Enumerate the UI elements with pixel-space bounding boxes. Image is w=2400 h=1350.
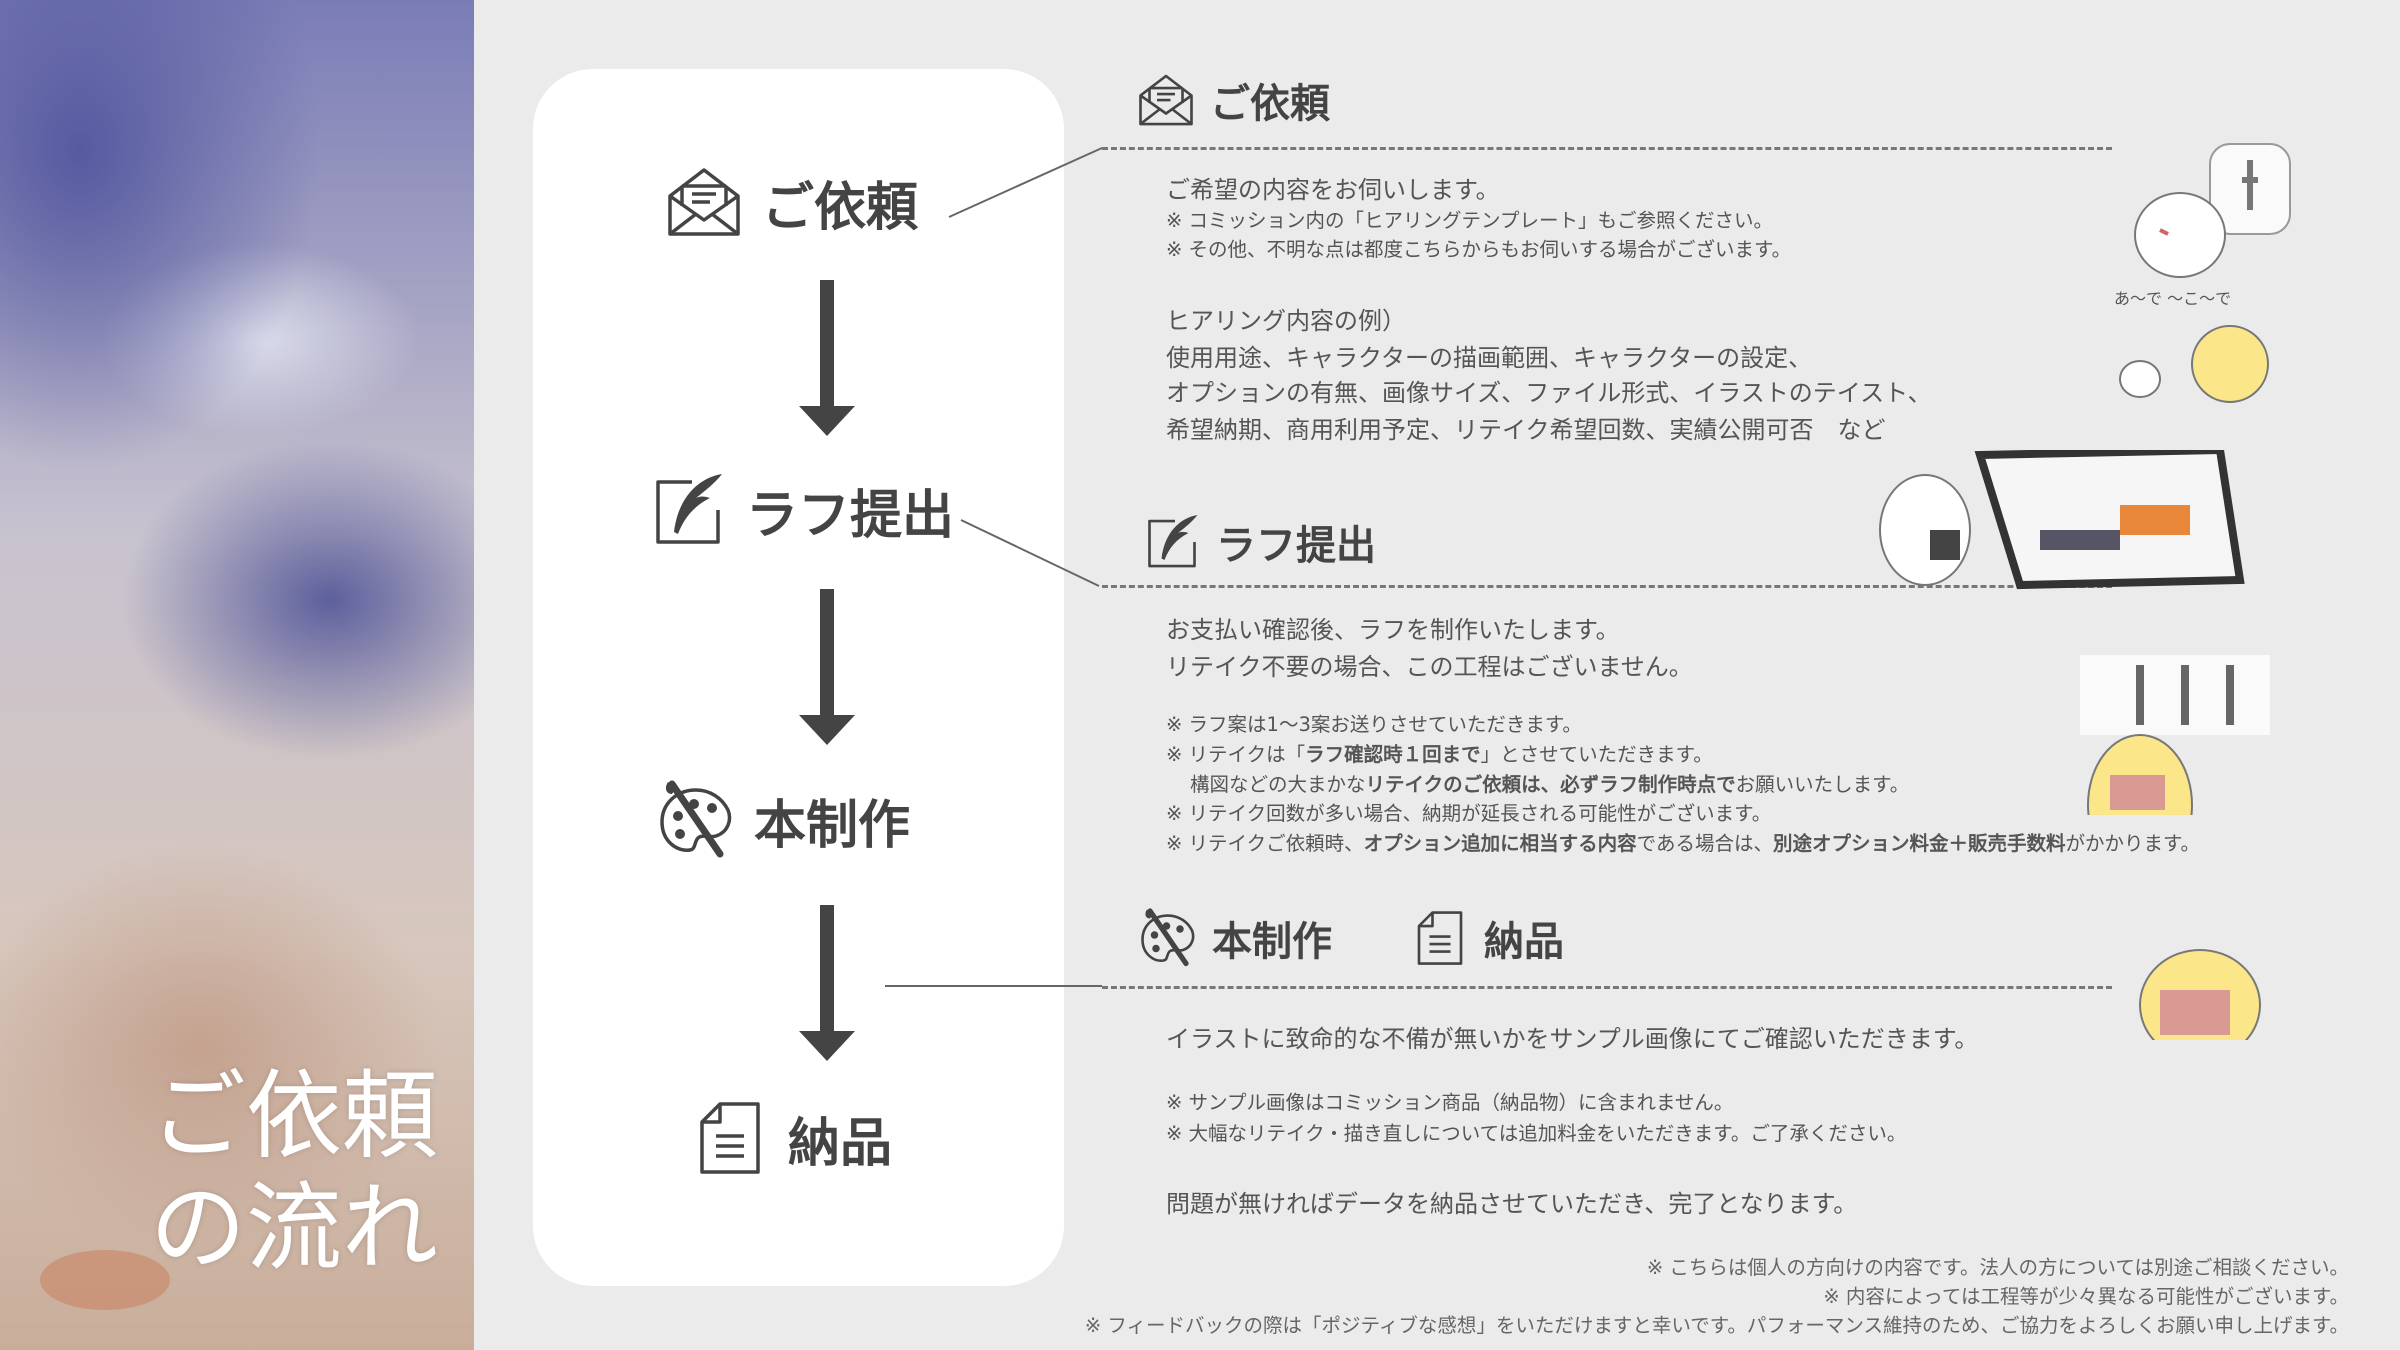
note-part: ※ リテイクご依頼時、 — [1166, 832, 1364, 855]
envelope-icon — [1136, 70, 1196, 130]
example-title: ヒアリング内容の例） — [1166, 307, 1406, 335]
example-text: 希望納期、商用利用予定、リテイク希望回数、実績公開可否 など — [1166, 416, 1886, 444]
note-text: ※ リテイクご依頼時、オプション追加に相当する内容である場合は、別途オプション料… — [1166, 827, 2200, 856]
body-text: イラストに致命的な不備が無いかをサンプル画像にてご確認いただきます。 — [1166, 1025, 1979, 1053]
envelope-icon — [664, 162, 744, 242]
heading-text: ご依頼 — [1210, 81, 1330, 127]
note-part: である場合は、 — [1636, 832, 1773, 855]
flow-step-label: ラフ提出 — [746, 485, 955, 546]
feather-pen-icon — [1142, 512, 1202, 572]
feather-pen-icon — [648, 470, 728, 550]
flow-step-label: 本制作 — [754, 795, 911, 856]
note-part: 構図などの大まかな — [1190, 773, 1366, 796]
footer-note: ※ フィードバックの際は「ポジティブな感想」をいただけますと幸いです。パフォーマ… — [1084, 1314, 2349, 1337]
section-divider — [1102, 585, 2112, 588]
note-part: 」とさせていただきます。 — [1480, 743, 1713, 766]
chick-worried-illustration: あ～で ～こ～で — [2114, 289, 2269, 403]
document-icon — [1410, 908, 1470, 968]
section-heading-production: 本制作 — [1138, 908, 1332, 968]
note-text: ※ リテイクは「ラフ確認時１回まで」とさせていただきます。 — [1166, 738, 1713, 767]
example-text: 使用用途、キャラクターの描画範囲、キャラクターの設定、 — [1166, 344, 1813, 372]
flow-step-label: ご依頼 — [762, 177, 919, 238]
note-part: お願いいたします。 — [1735, 773, 1910, 796]
section-divider — [1102, 147, 2112, 150]
palette-icon — [656, 780, 736, 860]
heading-text: 納品 — [1484, 919, 1564, 965]
body-text: ご希望の内容をお伺いします。 — [1166, 176, 1500, 204]
section-heading-delivery: 納品 — [1410, 908, 1564, 968]
footer-note: ※ こちらは個人の方向けの内容です。法人の方については別途ご相談ください。 — [1646, 1256, 2349, 1279]
down-arrow-icon — [799, 905, 855, 1061]
down-arrow-icon — [799, 280, 855, 436]
note-text: ※ コミッション内の「ヒアリングテンプレート」もご参照ください。 — [1166, 209, 1773, 232]
chick-tablet-illustration — [1879, 450, 2245, 590]
flow-step-label: 納品 — [788, 1113, 893, 1174]
section-heading-rough: ラフ提出 — [1142, 512, 1376, 572]
chick-poses-illustration — [2080, 655, 2270, 815]
side-title: ご依頼 の流れ — [150, 1060, 438, 1284]
note-text: ※ その他、不明な点は都度こちらからもお伺いする場合がございます。 — [1166, 238, 1792, 261]
body-text: お支払い確認後、ラフを制作いたします。 — [1166, 616, 1620, 644]
flow-step-production: 本制作 — [656, 780, 910, 860]
note-emphasis: ラフ確認時１回まで — [1305, 743, 1481, 766]
example-text: オプションの有無、画像サイズ、ファイル形式、イラストのテイスト、 — [1166, 379, 1932, 407]
palette-icon — [1138, 908, 1198, 968]
illustration-text: あ～で ～こ～で — [2114, 289, 2231, 308]
note-part: がかかります。 — [2065, 832, 2201, 855]
heading-text: 本制作 — [1212, 919, 1332, 965]
side-title-line2: の流れ — [150, 1172, 438, 1284]
note-part: ※ リテイクは「 — [1166, 743, 1306, 766]
body-text: 問題が無ければデータを納品させていただき、完了となります。 — [1166, 1190, 1858, 1218]
chick-holding-illustration — [2139, 949, 2261, 1040]
footer-note: ※ 内容によっては工程等が少々異なる可能性がございます。 — [1823, 1285, 2349, 1308]
note-text: ※ ラフ案は1～3案お送りさせていただきます。 — [1166, 713, 1582, 736]
side-title-line1: ご依頼 — [150, 1060, 438, 1172]
note-text: ※ リテイク回数が多い場合、納期が延長される可能性がございます。 — [1166, 802, 1772, 825]
note-text: ※ 大幅なリテイク・描き直しについては追加料金をいただきます。ご了承ください。 — [1166, 1122, 1907, 1145]
artwork-detail — [40, 1250, 170, 1310]
note-emphasis: 別途オプション料金＋販売手数料 — [1772, 832, 2066, 855]
note-text: ※ サンプル画像はコミッション商品（納品物）に含まれません。 — [1166, 1091, 1734, 1114]
document-icon — [690, 1098, 770, 1178]
section-heading-request: ご依頼 — [1136, 70, 1330, 130]
heading-text: ラフ提出 — [1216, 523, 1376, 569]
note-emphasis: リテイクのご依頼は、必ずラフ制作時点で — [1365, 773, 1736, 796]
artwork-background: ご依頼 の流れ — [0, 0, 474, 1350]
down-arrow-icon — [799, 589, 855, 745]
note-emphasis: オプション追加に相当する内容 — [1363, 832, 1637, 855]
flow-card — [533, 69, 1064, 1286]
flow-step-rough: ラフ提出 — [648, 470, 954, 550]
note-text: 構図などの大まかなリテイクのご依頼は、必ずラフ制作時点でお願いいたします。 — [1190, 768, 1909, 797]
chick-thinking-illustration — [2134, 143, 2291, 278]
flow-step-delivery: 納品 — [690, 1098, 892, 1178]
section-divider — [1102, 986, 2112, 989]
flow-step-request: ご依頼 — [664, 162, 918, 242]
body-text: リテイク不要の場合、この工程はございません。 — [1166, 653, 1693, 681]
